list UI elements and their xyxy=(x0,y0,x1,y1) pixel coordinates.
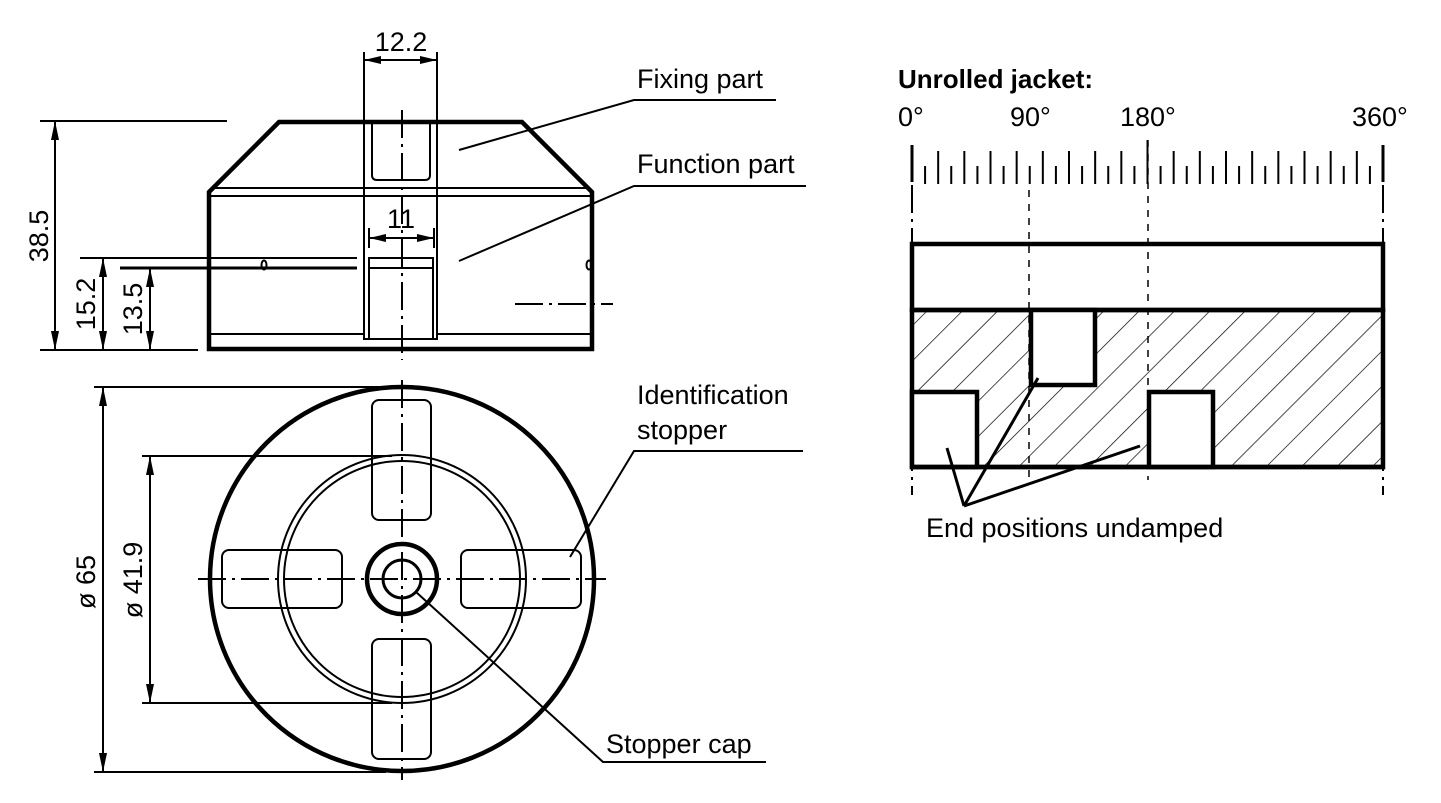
stopper-cap-leader xyxy=(415,591,766,763)
side-body-outline xyxy=(206,119,595,352)
arrow-15-2-top xyxy=(99,258,107,277)
jacket-slot-180 xyxy=(1146,389,1216,470)
angle-label-180: 180° xyxy=(1120,102,1176,132)
arrow-41-9-top xyxy=(146,456,154,475)
arrow-11-right xyxy=(417,234,434,242)
arrow-13-5-bottom xyxy=(146,331,154,350)
side-view: 12.2 11 38.5 15.2 13.5 Fixing part Funct… xyxy=(24,27,806,360)
dim-11-label: 11 xyxy=(387,204,415,234)
arrow-12-2-left xyxy=(364,56,381,64)
function-part-leader xyxy=(458,185,806,262)
end-pos-leader-3 xyxy=(963,444,1141,508)
dim-41-9-label: ø 41.9 xyxy=(118,542,148,619)
end-pos-leader-2 xyxy=(962,377,1040,507)
jacket-slot-90 xyxy=(1028,307,1098,388)
marker-right xyxy=(585,259,593,271)
marker-left xyxy=(260,259,268,271)
arrow-41-9-bottom xyxy=(146,684,154,703)
arrow-38-5-bottom xyxy=(51,331,59,350)
identification-stopper-leader xyxy=(569,450,803,558)
angle-label-0: 0° xyxy=(898,102,924,132)
dim-65-label: ø 65 xyxy=(71,555,101,609)
slot-base-notch xyxy=(363,325,438,340)
fixing-part-label: Fixing part xyxy=(637,64,764,94)
identification-stopper-label-1: Identification xyxy=(637,380,789,410)
unrolled-jacket-title: Unrolled jacket: xyxy=(898,64,1093,94)
unrolled-jacket: Unrolled jacket: 0° 90° 180° 360° End po… xyxy=(898,64,1408,543)
jacket-slot-0 xyxy=(909,389,980,470)
arrow-15-2-bottom xyxy=(99,331,107,350)
end-pos-leader-1 xyxy=(945,447,966,507)
dim-13-5-label: 13.5 xyxy=(118,283,148,336)
angle-label-90: 90° xyxy=(1010,102,1051,132)
dim-15-2-label: 15.2 xyxy=(71,278,101,331)
arrow-65-bottom xyxy=(99,753,107,772)
arrow-38-5-top xyxy=(51,121,59,140)
angle-label-360: 360° xyxy=(1352,102,1408,132)
identification-slot-left xyxy=(221,549,343,609)
identification-stopper-label-2: stopper xyxy=(637,415,727,445)
function-part-label: Function part xyxy=(637,149,795,179)
arrow-11-left xyxy=(369,234,386,242)
arrow-13-5-top xyxy=(146,268,154,287)
arrow-65-top xyxy=(99,387,107,406)
angle-scale xyxy=(910,140,1385,184)
end-positions-undamped-label: End positions undamped xyxy=(926,513,1223,543)
dim-38-5-label: 38.5 xyxy=(24,210,54,263)
stopper-cap-label: Stopper cap xyxy=(606,729,752,759)
fixing-part-leader xyxy=(458,99,776,151)
dim-12-2-label: 12.2 xyxy=(375,27,428,57)
arrow-12-2-right xyxy=(420,56,437,64)
top-view: ø 65 ø 41.9 Identification stopper Stopp… xyxy=(71,380,803,780)
